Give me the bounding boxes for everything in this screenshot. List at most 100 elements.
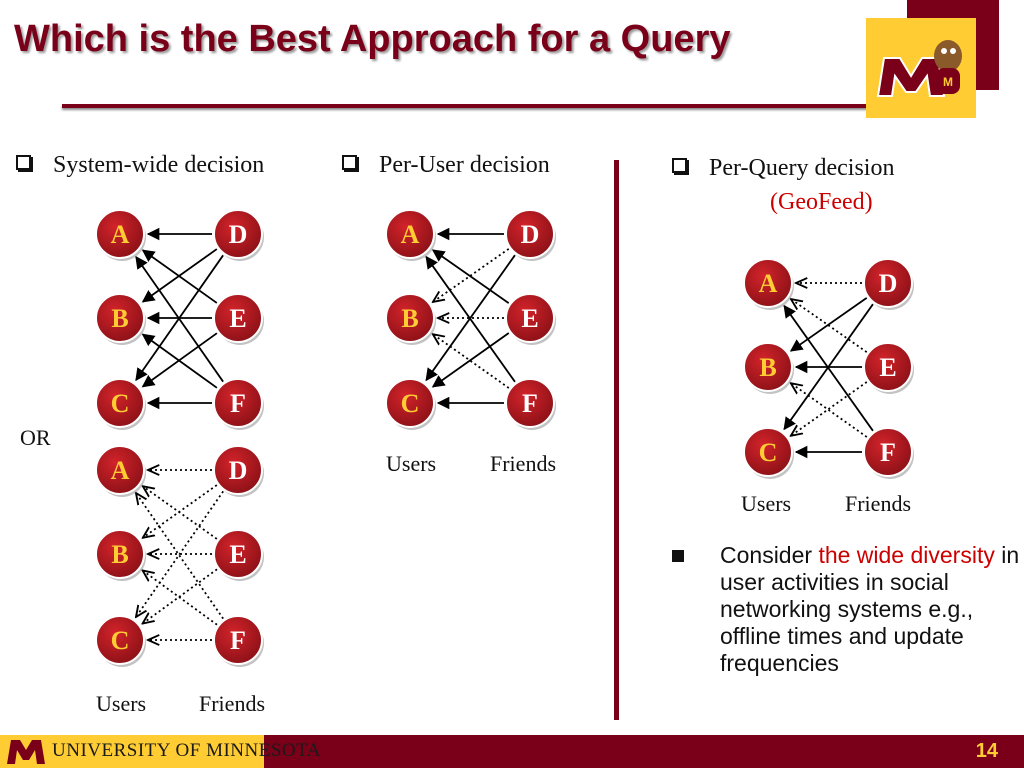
node-label: C <box>111 626 130 655</box>
per-user-graph-node-a: A <box>385 209 436 261</box>
per-user-graph-node-e: E <box>505 293 556 345</box>
per-user-graph-node-b: B <box>385 293 436 345</box>
per-user-graph-node-f: F <box>505 378 556 430</box>
square-bullet-icon <box>672 550 684 562</box>
system-wide-graph-2-edge <box>143 484 218 538</box>
system-wide-graph-2-edge <box>143 486 218 540</box>
node-label: A <box>111 456 130 485</box>
per-user-graph-edge <box>433 334 510 389</box>
node-label: F <box>880 438 896 467</box>
node-label: C <box>111 389 130 418</box>
umn-m-logo-icon <box>7 740 45 764</box>
per-query-graph-node-c: C <box>743 427 794 479</box>
node-label: D <box>229 220 248 249</box>
system-wide-graph-2-node-c: C <box>95 615 146 667</box>
footer-bar: UNIVERSITY OF MINNESOTA 14 <box>0 735 1024 768</box>
per-query-graph-node-a: A <box>743 258 794 310</box>
bullet-per-user: Per-User decision <box>342 152 550 178</box>
system-wide-graph-2-edge <box>143 570 218 626</box>
page-number: 14 <box>975 740 998 762</box>
graph-diagrams: A B C D E F A B C D E F A B C D E F A B C D E F <box>95 209 914 667</box>
node-label: A <box>759 269 778 298</box>
per-query-graph-edge <box>783 304 874 432</box>
svg-text:M: M <box>943 75 953 89</box>
system-wide-graph-1-node-f: F <box>213 378 264 430</box>
system-wide-graph-1-edge <box>141 333 218 389</box>
per-user-graph-node-c: C <box>385 378 436 430</box>
system-wide-graph-2-node-f: F <box>213 615 264 667</box>
system-wide-graph-1-node-e: E <box>213 293 264 345</box>
consider-highlight: the wide diversity <box>818 542 995 568</box>
node-label: B <box>111 540 128 569</box>
system-wide-graph-1-edge <box>141 332 218 388</box>
node-label: D <box>521 220 540 249</box>
gopher-logo: M <box>866 18 976 118</box>
per-query-graph-node-b: B <box>743 342 794 394</box>
system-wide-graph-2-node-a: A <box>95 445 146 497</box>
node-label: D <box>229 456 248 485</box>
per-query-label: Per-Query decision <box>709 155 895 181</box>
system-wide-graph-2-node-e: E <box>213 529 264 581</box>
system-wide-graph-1-edge <box>141 249 218 304</box>
node-label: F <box>522 389 538 418</box>
consider-prefix: Consider <box>720 542 819 568</box>
system-wide-graph-2-node-d: D <box>213 445 264 497</box>
node-label: A <box>111 220 130 249</box>
per-query-graph-edge <box>791 299 868 353</box>
node-label: C <box>759 438 778 467</box>
footer-university-block: UNIVERSITY OF MINNESOTA <box>0 735 320 768</box>
system-wide-graph-2-edge <box>136 493 224 620</box>
per-query-graph-edge <box>791 381 868 436</box>
university-name: UNIVERSITY OF MINNESOTA <box>52 740 321 761</box>
node-label: E <box>229 540 246 569</box>
system-wide-graph-2-edge <box>136 490 224 617</box>
friends-label: Friends <box>490 451 556 476</box>
bullet-per-query: Per-Query decision <box>672 155 894 181</box>
per-user-graph-edge <box>433 248 510 302</box>
per-query-graph-edge <box>789 297 868 352</box>
node-label: E <box>879 353 896 382</box>
per-user-graph-node-d: D <box>505 209 556 261</box>
per-user-graph-edge <box>425 255 516 383</box>
users-label: Users <box>741 491 792 516</box>
vertical-divider <box>614 160 619 720</box>
node-label: F <box>230 389 246 418</box>
system-wide-graph-2-edge <box>143 568 218 623</box>
checkbox-bullet-icon <box>672 158 687 173</box>
friends-label: Friends <box>199 691 265 716</box>
consider-suffix: in user activities in social networking … <box>720 542 1020 676</box>
slide-title: Which is the Best Approach for a Query <box>14 18 731 60</box>
system-wide-graph-1-edge <box>135 255 224 383</box>
node-label: B <box>111 304 128 333</box>
node-label: D <box>879 269 898 298</box>
system-wide-graph-1-node-c: C <box>95 378 146 430</box>
users-label: Users <box>96 691 147 716</box>
node-label: F <box>230 626 246 655</box>
per-query-graph-node-d: D <box>863 258 914 310</box>
node-label: B <box>759 353 776 382</box>
users-label: Users <box>386 451 437 476</box>
friends-label: Friends <box>845 491 911 516</box>
system-wide-graph-1-edge <box>141 248 218 303</box>
bullet-system-wide: System-wide decision <box>16 152 264 178</box>
per-query-graph-node-e: E <box>863 342 914 394</box>
node-label: E <box>229 304 246 333</box>
checkbox-bullet-icon <box>16 155 31 170</box>
per-query-graph-edge <box>791 383 868 438</box>
node-label: C <box>401 389 420 418</box>
geofeed-label: (GeoFeed) <box>770 189 873 215</box>
or-label: OR <box>20 425 51 450</box>
node-label: B <box>401 304 418 333</box>
consider-paragraph: Consider the wide diversity in user acti… <box>720 542 1020 677</box>
per-user-graph-edge <box>425 254 516 382</box>
per-user-label: Per-User decision <box>379 152 550 178</box>
per-query-graph-node-f: F <box>863 427 914 479</box>
per-user-graph-edge <box>431 332 510 388</box>
checkbox-bullet-icon <box>342 155 357 170</box>
system-wide-graph-1-node-a: A <box>95 209 146 261</box>
system-wide-graph-2-node-b: B <box>95 529 146 581</box>
node-label: E <box>521 304 538 333</box>
system-wide-graph-1-node-d: D <box>213 209 264 261</box>
per-user-graph-edge <box>431 249 510 304</box>
title-underline <box>62 104 872 108</box>
